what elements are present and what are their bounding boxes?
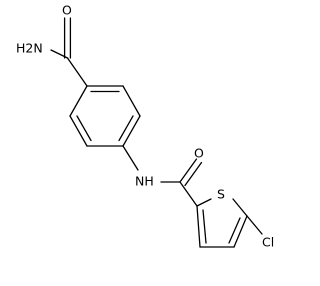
bond-c5-cl [246, 215, 263, 235]
atom-o-right: O [194, 146, 204, 161]
bond-c2t-s [196, 198, 212, 207]
bond-c2-o-double-a [179, 158, 198, 183]
atom-nh2: H2N [16, 41, 43, 56]
bond-c1-ring [66, 57, 88, 87]
bond-s-c5 [232, 198, 248, 217]
atom-o-top: O [62, 3, 72, 18]
bond-benzene-3 [122, 115, 141, 147]
atom-labels: O H2N NH O S Cl [16, 3, 274, 250]
bonds [50, 17, 263, 248]
bond-benzene-5 [69, 115, 88, 147]
bond-c1-nh2 [50, 49, 69, 59]
structure-diagram: O H2N NH O S Cl [16, 3, 274, 250]
bond-c5-c4-inner [228, 217, 241, 244]
bond-ring-nh [122, 145, 139, 171]
bond-benzene-6 [69, 85, 88, 117]
bond-c3-c2t-inner [202, 209, 207, 244]
atom-nh: NH [135, 174, 154, 189]
atom-cl: Cl [262, 235, 274, 250]
bond-c5-c4 [233, 215, 248, 248]
bond-benzene-5-inner [76, 115, 92, 142]
bond-c2-thiophene [179, 181, 198, 207]
bond-c2-o-double-b [184, 161, 203, 187]
bond-benzene-3-inner [118, 115, 134, 142]
bond-c3-c2t [196, 205, 201, 248]
atom-s: S [217, 187, 225, 202]
bond-benzene-2 [122, 85, 141, 117]
